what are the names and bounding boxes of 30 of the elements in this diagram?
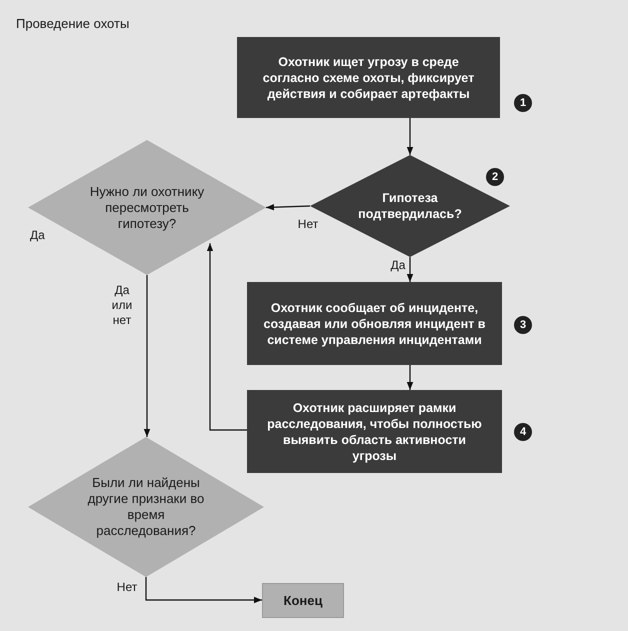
arrow <box>406 365 414 390</box>
decision-diamond <box>28 437 264 577</box>
step-number-badge: 2 <box>486 168 504 186</box>
node-text: Охотник ищет угрозу в среде согласно схеме охоты, фиксирует действия и собирает артефакты <box>262 54 476 102</box>
arrow <box>266 204 310 210</box>
node-text: Охотник сообщает об инциденте, создавая или обновляя инцидент в системе управления инцидентами <box>263 300 486 348</box>
decision-diamond <box>28 140 266 275</box>
edge-label: Да <box>390 258 406 273</box>
arrow <box>206 243 247 431</box>
process-box <box>247 390 502 473</box>
node-text: Были ли найдены другие признаки во время расследования? <box>86 475 206 539</box>
arrow <box>144 275 150 437</box>
step-number-badge: 4 <box>514 423 532 441</box>
end-box <box>262 583 344 618</box>
step-number-badge: 3 <box>514 316 532 334</box>
arrow <box>145 577 262 604</box>
process-box <box>237 37 500 118</box>
node-text: Конец <box>284 592 322 608</box>
edge-label: Нет <box>296 217 320 232</box>
arrow <box>406 257 414 282</box>
node-text: Охотник расширяет рамки расследования, чтобы полностью выявить область активности угрозы <box>266 400 483 464</box>
node-text: Гипотеза подтвердилась? <box>357 190 463 222</box>
node-text: Нужно ли охотнику пересмотреть гипотезу? <box>88 184 206 232</box>
process-box <box>247 282 502 365</box>
branch-label: Да <box>30 227 45 244</box>
step-number-badge: 1 <box>514 94 532 112</box>
edge-label: Нет <box>116 580 138 595</box>
edge-label: Да или нет <box>110 283 134 328</box>
arrow <box>406 118 414 155</box>
diagram-title: Проведение охоты <box>16 15 130 33</box>
